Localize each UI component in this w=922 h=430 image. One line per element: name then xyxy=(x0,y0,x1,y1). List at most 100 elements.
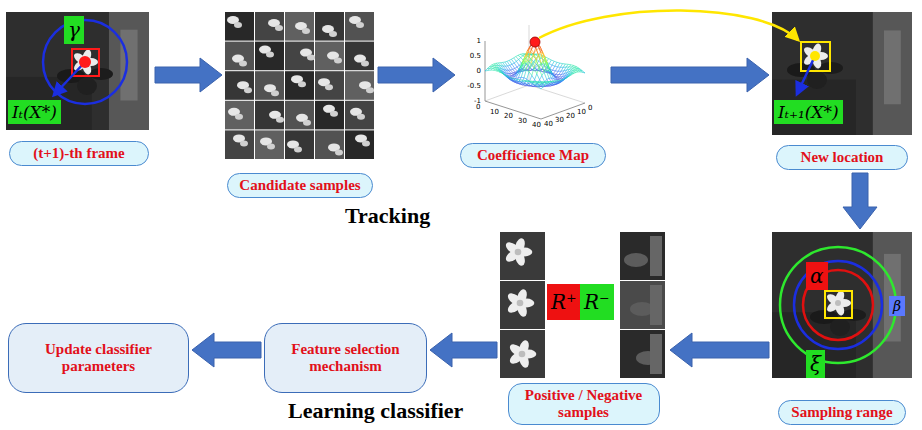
mesh-line xyxy=(521,70,523,77)
mesh-line xyxy=(558,67,560,71)
mesh-line xyxy=(519,80,521,82)
candidate-tile xyxy=(285,101,314,130)
candidate-petal xyxy=(335,149,343,155)
candidate-tile xyxy=(285,12,314,41)
mesh-line xyxy=(514,61,516,63)
mesh-line xyxy=(566,64,568,67)
mesh-line xyxy=(526,61,528,70)
mesh-line xyxy=(532,68,534,76)
candidate-petal xyxy=(356,22,364,28)
mesh-line xyxy=(525,53,528,57)
axis-tick: 20 xyxy=(504,112,513,120)
symbol-tag: R⁺ xyxy=(547,284,581,320)
mesh-line xyxy=(548,65,550,69)
mesh-line xyxy=(548,86,550,87)
mesh-line xyxy=(564,70,566,74)
mesh-line xyxy=(556,71,558,74)
mesh-line xyxy=(549,77,551,78)
mesh-line xyxy=(507,76,510,78)
mesh-line xyxy=(555,77,557,79)
mesh-line xyxy=(553,84,555,85)
mesh-line xyxy=(515,68,518,71)
mesh-line xyxy=(527,80,529,82)
mesh-line xyxy=(529,82,532,84)
mesh-line xyxy=(540,81,542,82)
mesh-line xyxy=(513,76,515,78)
axis-tick: 30 xyxy=(518,117,527,125)
flow-arrow xyxy=(430,333,497,367)
mesh-line xyxy=(494,63,496,65)
mesh-line xyxy=(548,82,550,83)
mesh-line xyxy=(492,65,494,67)
mesh-line xyxy=(504,70,507,74)
mesh-line xyxy=(525,85,528,86)
flow-arrow xyxy=(192,333,261,367)
mesh-line xyxy=(490,68,493,69)
mesh-line xyxy=(549,59,552,60)
mesh-line xyxy=(574,67,577,68)
mesh-line xyxy=(528,52,530,61)
mesh-line xyxy=(569,67,571,69)
mesh-line xyxy=(507,61,510,65)
negative-strip xyxy=(620,232,665,378)
candidate-tile xyxy=(315,12,344,41)
outer-range-circle xyxy=(780,247,896,363)
peak-to-location-arrow xyxy=(539,10,798,40)
stage-label: Positive / Negative samples xyxy=(515,387,653,422)
mesh-line xyxy=(524,70,526,78)
stage-label: Sampling range xyxy=(785,404,899,421)
axis-tick: 1 xyxy=(465,37,481,45)
mesh-line xyxy=(528,85,531,86)
mesh-line xyxy=(543,61,545,63)
plant-pot xyxy=(830,318,850,336)
mesh-line xyxy=(540,80,543,84)
process-box: Feature selection mechanism xyxy=(264,323,427,393)
radius-pointer xyxy=(797,56,815,94)
mesh-line xyxy=(578,71,580,72)
mesh-line xyxy=(516,74,518,78)
mesh-line xyxy=(555,67,557,71)
mesh-line xyxy=(552,80,554,81)
flower-petal xyxy=(517,339,530,356)
mesh-line xyxy=(494,64,497,65)
mesh-line xyxy=(489,66,492,67)
search-circle xyxy=(43,20,127,104)
mesh-line xyxy=(539,68,542,76)
mesh-line xyxy=(538,55,541,64)
axis-tick: 10 xyxy=(577,108,586,116)
mesh-line xyxy=(545,83,547,85)
mesh-line xyxy=(549,82,552,84)
candidate-petal xyxy=(302,28,310,34)
symbol-tag: Iₜ(X*) xyxy=(8,100,61,124)
mesh-line xyxy=(512,64,515,68)
mesh-line xyxy=(527,72,529,79)
stage-pill: (t+1)-th frame xyxy=(9,141,149,166)
mesh-line xyxy=(531,84,534,86)
mesh-line xyxy=(519,77,521,81)
mesh-line xyxy=(519,58,521,60)
mesh-line xyxy=(544,72,547,79)
mesh-line xyxy=(514,58,517,61)
mesh-line xyxy=(520,84,522,85)
mesh-line xyxy=(520,54,523,55)
mesh-line xyxy=(550,81,552,83)
mesh-line xyxy=(550,83,552,85)
section-title: Learning classifier xyxy=(288,398,463,424)
mesh-line xyxy=(493,67,495,69)
mesh-line xyxy=(544,58,546,65)
mesh-line xyxy=(531,52,534,55)
mesh-line xyxy=(538,84,540,86)
mesh-line xyxy=(556,79,558,80)
mesh-line xyxy=(496,70,498,71)
frame-ground xyxy=(772,232,912,378)
negative-tile xyxy=(620,281,665,329)
mesh-line xyxy=(528,61,531,63)
axis-tick: 20 xyxy=(566,112,575,120)
mesh-line xyxy=(510,78,513,79)
mesh-line xyxy=(569,74,571,76)
stage-pill: Coefficience Map xyxy=(460,143,606,168)
mesh-line xyxy=(540,76,542,80)
candidate-petal xyxy=(235,114,243,120)
mesh-line xyxy=(571,72,573,74)
mesh-line xyxy=(550,85,552,87)
